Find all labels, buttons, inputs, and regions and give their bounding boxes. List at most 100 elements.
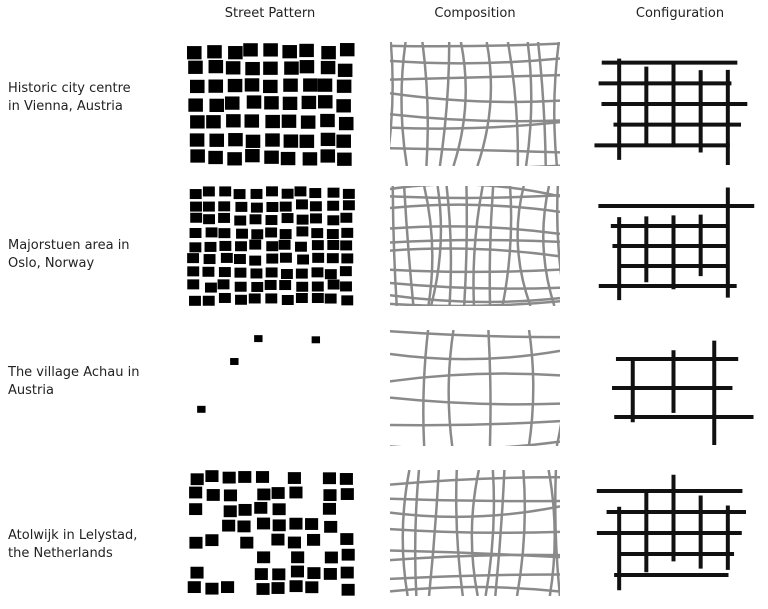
building-block	[327, 200, 340, 211]
building-block	[324, 551, 338, 564]
street-line	[555, 422, 560, 446]
building-block	[189, 536, 203, 549]
building-block	[218, 201, 231, 212]
building-block	[340, 566, 354, 579]
row-label-line: the Netherlands	[8, 546, 113, 561]
building-block	[305, 581, 319, 594]
building-block	[309, 201, 322, 212]
street-line	[487, 330, 492, 446]
building-block	[208, 59, 224, 74]
building-block	[280, 268, 293, 279]
street-line	[390, 42, 394, 148]
building-block	[322, 472, 336, 485]
column-header-composition: Composition	[434, 6, 516, 21]
building-block	[340, 488, 354, 500]
building-block	[279, 201, 292, 212]
building-block	[282, 96, 298, 110]
building-block	[205, 227, 218, 238]
building-block	[189, 242, 202, 253]
street-line	[527, 330, 535, 446]
building-block	[340, 281, 352, 292]
street-line	[390, 294, 560, 304]
building-block	[280, 151, 296, 166]
building-block	[305, 518, 319, 530]
building-block	[187, 279, 200, 290]
building-block	[264, 96, 279, 110]
building-block	[225, 61, 241, 75]
building-block	[310, 213, 322, 224]
building-block	[203, 214, 216, 225]
building-block	[251, 281, 264, 292]
building-block	[230, 358, 239, 365]
building-block	[295, 268, 308, 279]
row-label-line: in Vienna, Austria	[8, 99, 123, 114]
row-label-line: Historic city centre	[8, 81, 131, 96]
building-block	[263, 79, 278, 94]
building-block	[321, 46, 336, 60]
building-block	[294, 186, 307, 197]
street-line	[402, 186, 415, 306]
building-block	[340, 212, 353, 223]
building-block	[283, 78, 298, 92]
building-block	[223, 489, 238, 502]
street-line	[400, 42, 409, 166]
building-block	[202, 201, 215, 212]
building-block	[254, 568, 268, 580]
building-block	[272, 568, 286, 581]
building-block	[265, 267, 278, 278]
building-block	[296, 199, 308, 210]
building-block	[209, 133, 225, 147]
building-block	[264, 150, 279, 164]
building-block	[287, 472, 301, 484]
row-label-line: Oslo, Norway	[8, 256, 95, 271]
row-label-line: Atolwijk in Lelystad,	[8, 528, 138, 543]
building-block	[320, 60, 336, 75]
configuration-map-oslo	[592, 186, 755, 306]
building-block	[226, 114, 241, 128]
building-block	[301, 95, 317, 110]
building-block	[271, 533, 285, 546]
building-block	[297, 254, 310, 265]
street-line	[422, 186, 434, 306]
building-block	[205, 534, 219, 547]
building-block	[326, 229, 339, 240]
building-block	[307, 533, 321, 546]
building-block	[250, 188, 263, 199]
building-block	[339, 43, 355, 57]
street-line	[390, 585, 560, 593]
building-block	[245, 134, 261, 148]
building-block	[337, 152, 352, 166]
building-block	[337, 63, 353, 77]
street-pattern-map-oslo	[187, 186, 355, 306]
street-line	[390, 120, 560, 130]
building-block	[281, 213, 294, 224]
building-block	[256, 583, 270, 595]
building-block	[238, 503, 252, 516]
column-header-street-pattern: Street Pattern	[224, 6, 316, 21]
building-block	[327, 187, 340, 198]
building-block	[219, 240, 232, 251]
building-block	[300, 115, 316, 129]
composition-map-vienna	[390, 42, 560, 166]
building-block	[296, 226, 309, 237]
building-block	[187, 581, 201, 594]
building-block	[340, 533, 354, 545]
building-block	[233, 254, 246, 265]
street-line	[429, 186, 443, 306]
building-block	[265, 227, 278, 238]
building-block	[317, 78, 333, 92]
building-block	[338, 116, 354, 131]
building-block	[287, 536, 301, 549]
building-block	[263, 61, 278, 75]
building-block	[284, 61, 299, 75]
street-line	[447, 330, 455, 446]
building-block	[209, 98, 225, 113]
street-pattern-map-achau	[187, 330, 355, 446]
building-block	[339, 473, 353, 485]
building-block	[246, 95, 262, 109]
building-block	[341, 583, 355, 596]
building-block	[282, 45, 297, 59]
building-block	[266, 186, 278, 197]
street-line	[390, 476, 560, 486]
street-line	[421, 42, 430, 166]
